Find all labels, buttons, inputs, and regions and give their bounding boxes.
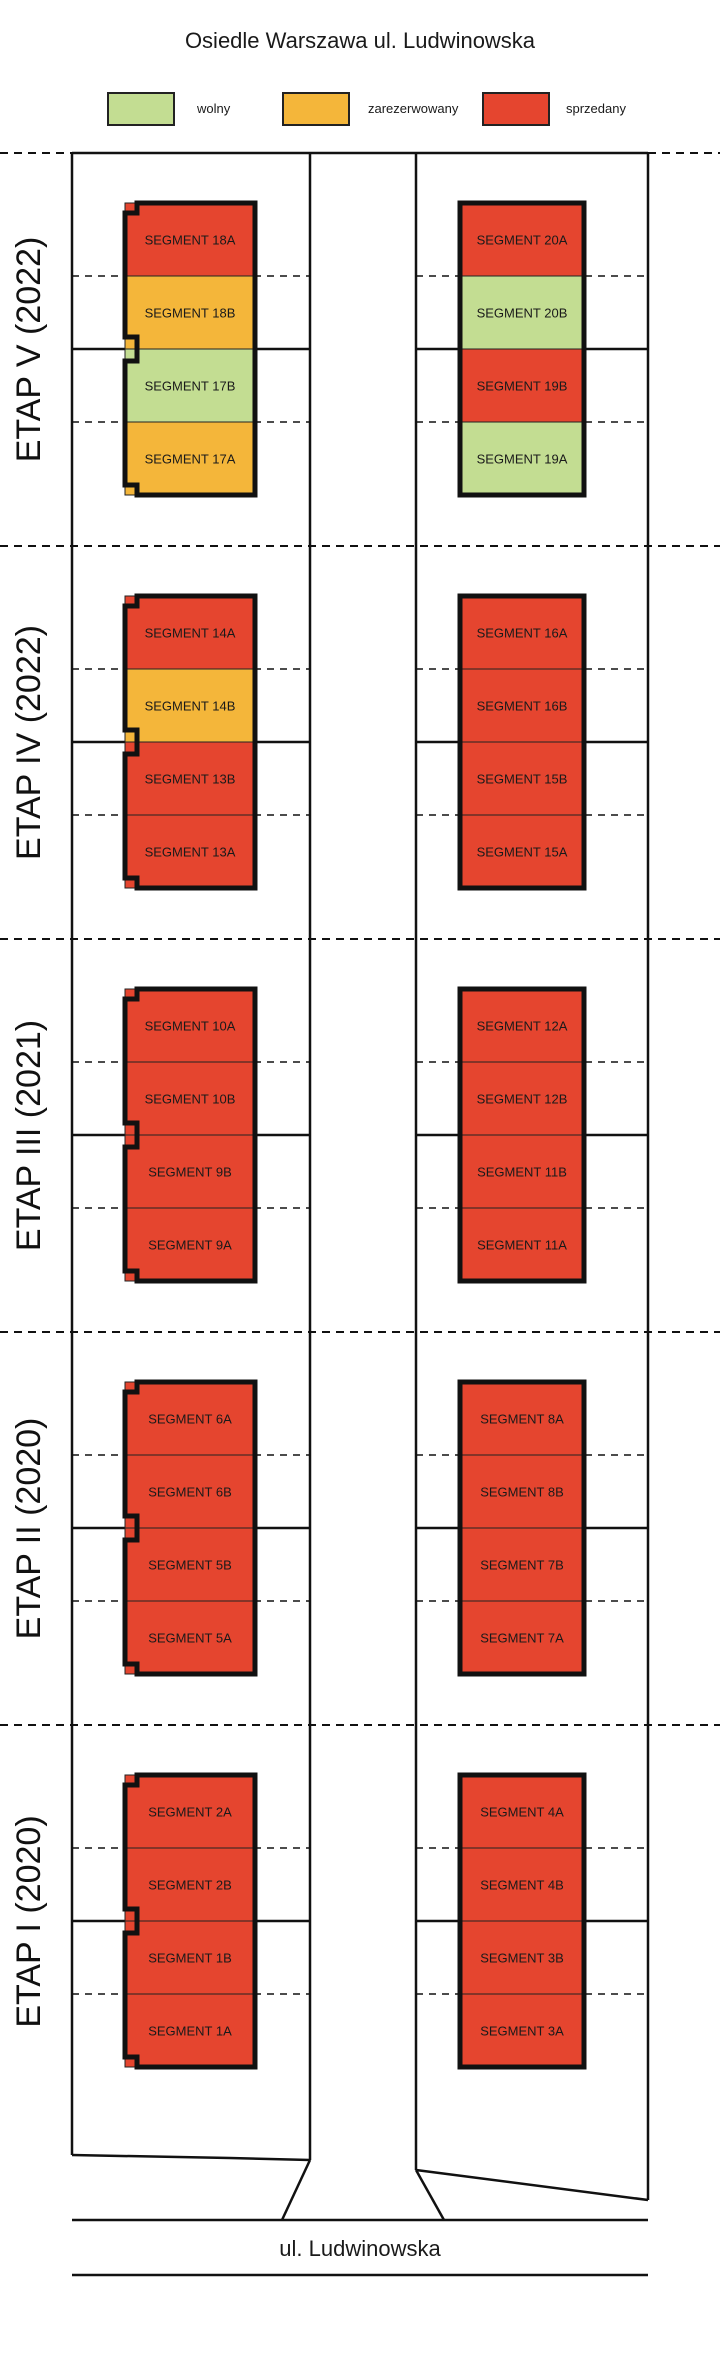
- segment-label: SEGMENT 1B: [148, 1951, 232, 1966]
- segment-label: SEGMENT 7A: [480, 1631, 564, 1646]
- segment-label: SEGMENT 10A: [145, 1019, 236, 1034]
- right-building-outline: [457, 986, 587, 1284]
- segment-label: SEGMENT 16B: [477, 699, 568, 714]
- segment-label: SEGMENT 16A: [477, 626, 568, 641]
- segment-label: SEGMENT 4B: [480, 1878, 564, 1893]
- segment-label: SEGMENT 11B: [477, 1165, 567, 1180]
- right-building-outline: [457, 593, 587, 891]
- segment-label: SEGMENT 9A: [148, 1238, 232, 1253]
- segment-label: SEGMENT 13B: [145, 772, 236, 787]
- right-building-outline: [457, 1772, 587, 2070]
- stage-2: SEGMENT 14A SEGMENT 14B SEGMENT 13B SEGMENT…: [0, 593, 720, 940]
- segment-label: SEGMENT 15B: [477, 772, 568, 787]
- segment-7a[interactable]: [459, 1600, 585, 1675]
- legend-label-sprzedany: sprzedany: [566, 101, 626, 116]
- segment-7b[interactable]: [459, 1527, 585, 1602]
- segment-15b[interactable]: [459, 741, 585, 816]
- segment-16b[interactable]: [459, 668, 585, 743]
- left-building-outline: [122, 200, 258, 498]
- right-building-outline: [457, 200, 587, 498]
- segment-label: SEGMENT 2B: [148, 1878, 232, 1893]
- segment-label: SEGMENT 4A: [480, 1805, 564, 1820]
- segment-label: SEGMENT 6A: [148, 1412, 232, 1427]
- legend-swatch-sprzedany: [482, 92, 550, 126]
- stage-3: SEGMENT 10A SEGMENT 10B SEGMENT 9B SEGMENT …: [0, 986, 720, 1333]
- segment-label: SEGMENT 3A: [480, 2024, 564, 2039]
- segment-label: SEGMENT 6B: [148, 1485, 232, 1500]
- segment-2b[interactable]: [124, 1847, 256, 1922]
- legend-swatch-zarezerwowany: [282, 92, 350, 126]
- segment-label: SEGMENT 20B: [477, 306, 568, 321]
- stage-label: ETAP II (2020): [10, 1418, 48, 1640]
- segment-label: SEGMENT 12A: [477, 1019, 568, 1034]
- segment-label: SEGMENT 11A: [477, 1238, 567, 1253]
- segment-label: SEGMENT 14A: [145, 626, 236, 641]
- stage-label: ETAP III (2021): [10, 1020, 48, 1251]
- segment-label: SEGMENT 20A: [477, 233, 568, 248]
- segment-label: SEGMENT 18B: [145, 306, 236, 321]
- segment-17a[interactable]: [124, 421, 256, 496]
- segment-1a[interactable]: [124, 1993, 256, 2068]
- segment-11a[interactable]: [459, 1207, 585, 1282]
- street-label: ul. Ludwinowska: [279, 2236, 441, 2261]
- left-building-outline: [122, 1772, 258, 2070]
- segment-label: SEGMENT 2A: [148, 1805, 232, 1820]
- left-building-outline: [122, 986, 258, 1284]
- segment-label: SEGMENT 5A: [148, 1631, 232, 1646]
- segment-11b[interactable]: [459, 1134, 585, 1209]
- segment-10b[interactable]: [124, 1061, 256, 1136]
- segment-9a[interactable]: [124, 1207, 256, 1282]
- segment-label: SEGMENT 15A: [477, 845, 568, 860]
- stage-label: ETAP V (2022): [10, 237, 48, 463]
- site-outline: [70, 151, 650, 2277]
- segment-12b[interactable]: [459, 1061, 585, 1136]
- segment-label: SEGMENT 18A: [145, 233, 236, 248]
- segment-label: SEGMENT 1A: [148, 2024, 232, 2039]
- page-title: Osiedle Warszawa ul. Ludwinowska: [184, 28, 536, 53]
- segment-label: SEGMENT 5B: [148, 1558, 232, 1573]
- segment-3b[interactable]: [459, 1920, 585, 1995]
- segment-label: SEGMENT 8B: [480, 1485, 564, 1500]
- legend-swatch-wolny: [107, 92, 175, 126]
- segment-5b[interactable]: [124, 1527, 256, 1602]
- segment-13b[interactable]: [124, 741, 256, 816]
- segment-label: SEGMENT 19B: [477, 379, 568, 394]
- segment-label: SEGMENT 10B: [145, 1092, 236, 1107]
- segment-18b[interactable]: [124, 275, 256, 350]
- segment-15a[interactable]: [459, 814, 585, 889]
- segment-label: SEGMENT 9B: [148, 1165, 232, 1180]
- segment-label: SEGMENT 14B: [145, 699, 236, 714]
- left-building-outline: [122, 1379, 258, 1677]
- segment-label: SEGMENT 17B: [145, 379, 236, 394]
- right-building-outline: [457, 1379, 587, 1677]
- left-building-outline: [122, 593, 258, 891]
- segment-label: SEGMENT 19A: [477, 452, 568, 467]
- legend-label-zarezerwowany: zarezerwowany: [368, 101, 459, 116]
- segment-label: SEGMENT 8A: [480, 1412, 564, 1427]
- segment-20b[interactable]: [459, 275, 585, 350]
- stage-5: SEGMENT 2A SEGMENT 2B SEGMENT 1B SEGMENT 1A…: [10, 1772, 648, 2070]
- segment-label: SEGMENT 13A: [145, 845, 236, 860]
- stage-4: SEGMENT 6A SEGMENT 6B SEGMENT 5B SEGMENT 5A…: [0, 1379, 720, 1726]
- segment-label: SEGMENT 12B: [477, 1092, 568, 1107]
- segment-label: SEGMENT 3B: [480, 1951, 564, 1966]
- stage-label: ETAP I (2020): [10, 1815, 48, 2027]
- segment-4a[interactable]: [459, 1774, 585, 1849]
- segment-3a[interactable]: [459, 1993, 585, 2068]
- stage-1: SEGMENT 18A SEGMENT 18B SEGMENT 17B SEGMENT…: [0, 152, 720, 547]
- segment-label: SEGMENT 7B: [480, 1558, 564, 1573]
- legend-label-wolny: wolny: [197, 101, 231, 116]
- segment-label: SEGMENT 17A: [145, 452, 236, 467]
- segment-19a[interactable]: [459, 421, 585, 496]
- segment-14a[interactable]: [124, 595, 256, 670]
- stage-label: ETAP IV (2022): [10, 625, 48, 860]
- segment-14b[interactable]: [124, 668, 256, 743]
